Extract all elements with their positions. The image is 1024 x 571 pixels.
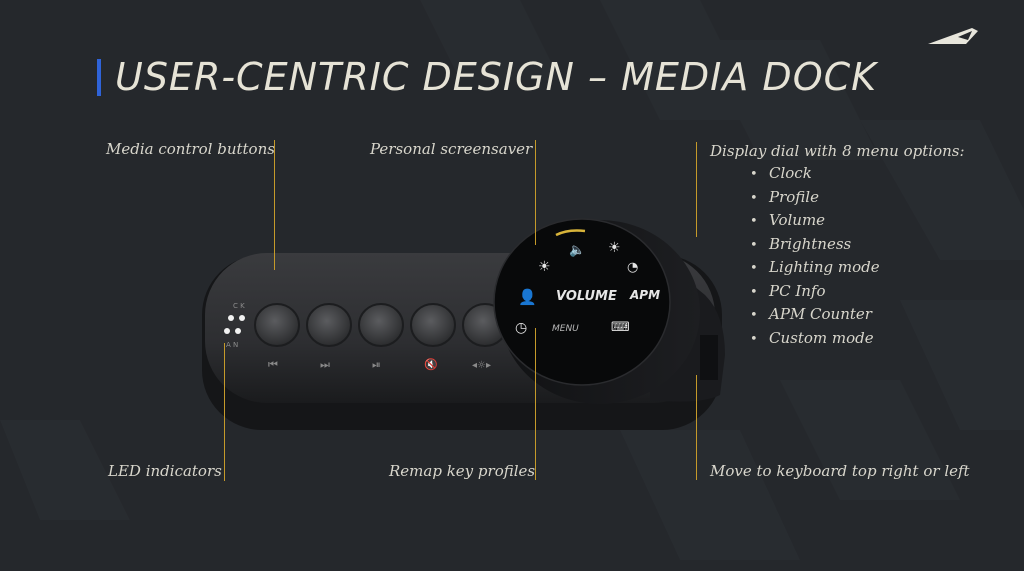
keyboard-icon: ⌨ [611, 320, 630, 335]
play-pause-icon: ⏯ [372, 358, 381, 371]
label-led-indicators: LED indicators [108, 462, 222, 480]
led-dot [224, 328, 230, 334]
dial-menu-list: Clock Profile Volume Brightness Lighting… [750, 162, 880, 350]
callout-line-led [224, 343, 225, 481]
screen-label-volume: VOLUME [556, 289, 617, 304]
dial-menu-item: Brightness [750, 233, 880, 257]
dial-screen [493, 218, 671, 386]
title-accent-bar [97, 59, 101, 96]
dial-active-indicator [555, 229, 586, 237]
label-personal-screensaver: Personal screensaver [370, 140, 533, 158]
media-button [254, 303, 300, 347]
callout-line-display-dial [696, 142, 697, 237]
dial-menu-item: Volume [750, 209, 880, 233]
sun-icon: ☀ [538, 259, 551, 275]
slide-title: USER-CENTRIC DESIGN – MEDIA DOCK [115, 55, 878, 99]
dial-menu-item: Custom mode [750, 327, 880, 351]
dial-mount-edge [700, 335, 718, 380]
dial-menu-item: PC Info [750, 280, 880, 304]
callout-line-move [696, 375, 697, 480]
media-buttons [254, 303, 508, 347]
media-button [410, 303, 456, 347]
dial-menu-item: Profile [750, 186, 880, 210]
dial-menu-item: APM Counter [750, 303, 880, 327]
callout-line-media-buttons [274, 140, 275, 270]
profile-icon: 👤 [518, 288, 537, 306]
dial-menu-item: Clock [750, 162, 880, 186]
media-dock-device: C K A N ⏮ ⏭ ⏯ 🔇 ◂☼▸ 🔈 ☀ ☀ ◔ 👤 VOLUME APM… [202, 218, 725, 430]
label-remap-key-profiles: Remap key profiles [389, 462, 536, 480]
mute-icon: 🔇 [424, 358, 438, 371]
brightness-icon: ◂☼▸ [472, 360, 491, 371]
speedometer-icon: ◔ [627, 260, 638, 275]
next-track-icon: ⏭ [320, 358, 330, 371]
logo-icon [928, 28, 978, 44]
screen-label-menu: MENU [552, 324, 579, 334]
led-dot [228, 315, 234, 321]
screen-label-apm: APM [629, 288, 660, 302]
led-label-top: C K [233, 302, 245, 310]
label-display-dial: Display dial with 8 menu options: [710, 142, 965, 160]
media-button [358, 303, 404, 347]
callout-line-screensaver [535, 140, 536, 245]
sun-icon: ☀ [608, 240, 621, 256]
led-dot [239, 315, 245, 321]
callout-line-remap [535, 328, 536, 480]
label-move-to-keyboard: Move to keyboard top right or left [710, 462, 970, 480]
dial-menu-item: Lighting mode [750, 256, 880, 280]
led-label-bottom: A N [226, 341, 238, 349]
label-media-control-buttons: Media control buttons [106, 140, 275, 158]
previous-track-icon: ⏮ [268, 358, 278, 371]
volume-icon: 🔈 [569, 243, 585, 258]
media-button [306, 303, 352, 347]
led-dot [235, 328, 241, 334]
clock-icon: ◷ [515, 320, 527, 336]
